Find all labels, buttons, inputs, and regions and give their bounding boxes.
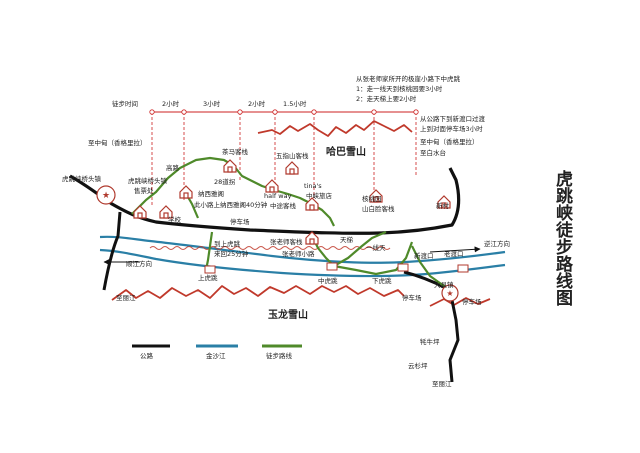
label-yixiantian: 一线天	[366, 243, 386, 252]
label-lao-dukou: 老渡口	[444, 249, 464, 258]
label-zhongxia-inn: 中峡旅店	[306, 191, 333, 200]
label-zhongdian-right: 至中甸（香格里拉）	[420, 137, 479, 146]
house-icon	[179, 185, 193, 199]
label-ticket-office: 售票处	[134, 186, 154, 195]
label-lijiang-bottom: 至丽江	[432, 380, 452, 388]
label-shanbai-inn: 山白脸客栈	[362, 204, 395, 213]
label-naxi-inn: 纳西雅阁	[198, 189, 224, 198]
label-wuzhishan-inn: 五指山客栈	[276, 151, 309, 160]
label-parking-1: 停车场	[230, 217, 250, 226]
label-upstream: 逆江方向	[484, 239, 510, 248]
right-note-line-2: 上到对面停车场3小时	[420, 124, 483, 133]
label-downstream: 顺江方向	[126, 259, 152, 268]
haba-mountain-ridge	[257, 120, 413, 137]
label-return-25: 来回25分钟	[214, 249, 249, 258]
legend-trail-label: 徒步路线	[266, 351, 293, 360]
label-tinas: tina's	[304, 182, 322, 190]
label-yunshanping: 云杉坪	[408, 361, 428, 370]
top-note-line-2: 1：走一线天到核桃园要3小时	[356, 84, 443, 93]
yulong-mountain-ridge-right	[429, 297, 491, 307]
top-note-line-1: 从张老师家所开的极崖小路下中虎跳	[356, 74, 461, 83]
house-icon	[159, 205, 173, 219]
bridge-town-marker: ★	[96, 185, 116, 205]
haba-mountain-label: 哈巴雪山	[326, 145, 366, 158]
label-hetaoyuan: 核桃园	[362, 194, 382, 203]
top-note-line-3: 2：走天梯上要2小时	[356, 94, 417, 103]
jinsha-river-south-bank	[99, 248, 506, 278]
right-note-line-1: 从公路下到新渡口过渡	[420, 114, 486, 123]
label-maoniuping: 牦牛坪	[420, 337, 440, 346]
house-icon	[369, 189, 383, 203]
label-bridge-town-2: 虎跳峡桥头镇	[128, 176, 168, 185]
daju-town-marker: ★	[441, 284, 459, 302]
river-rapids	[149, 246, 391, 250]
label-to-shanghutiao: 到上虎跳	[214, 239, 241, 248]
road-north-bank	[69, 167, 461, 235]
map-title: 虎跳峡徒步路线图	[552, 170, 574, 307]
house-icon	[133, 205, 147, 219]
label-zhang-path: 张老师小路	[282, 249, 315, 258]
label-zhonghutiao: 中虎跳	[318, 276, 338, 285]
label-xiahutiao: 下虎跳	[372, 276, 392, 285]
svg-text:★: ★	[446, 289, 453, 298]
label-xin-dukou: 新渡口	[414, 251, 434, 260]
time-axis-stars	[149, 109, 419, 115]
label-bridge-town: 虎跳峡桥头镇	[62, 174, 102, 183]
right-note: 从公路下到新渡口过渡 上到对面停车场3小时	[420, 114, 486, 133]
label-naxi-note: 此小路上纳西雅阁40分钟	[194, 200, 268, 209]
upstream-direction-arrow	[429, 246, 481, 253]
label-zhang-inn: 张老师客栈	[270, 237, 303, 246]
label-zhongdian-left: 至中甸（香格里拉）	[88, 138, 147, 147]
time-segment-2: 3小时	[203, 99, 221, 108]
house-icon	[265, 179, 279, 193]
label-chama-inn: 茶马客栈	[222, 147, 249, 156]
time-segment-3: 2小时	[248, 99, 266, 108]
time-segment-4: 1.5小时	[283, 99, 307, 108]
label-baishuitai: 至白水台	[420, 148, 446, 157]
yulong-mountain-ridge	[111, 285, 405, 301]
time-segment-1: 2小时	[162, 99, 180, 108]
label-parking-2: 停车场	[402, 293, 422, 302]
label-parking-3: 停车场	[462, 297, 482, 306]
label-shanghutiao: 上虎跳	[198, 273, 218, 282]
label-daju-town: 大具镇	[434, 280, 454, 289]
building-markers	[133, 159, 451, 245]
label-lijiang-left: 至丽江	[116, 294, 136, 302]
house-icon	[285, 161, 299, 175]
label-xincun: 新村	[436, 201, 450, 210]
label-school: 学校	[168, 215, 182, 224]
label-gaolu: 高路	[166, 163, 180, 172]
top-note: 从张老师家所开的极崖小路下中虎跳 1：走一线天到核桃园要3小时 2：走天梯上要2…	[356, 74, 461, 103]
time-axis-ticks	[151, 112, 417, 205]
road-south-bank	[403, 270, 460, 383]
yulong-mountain-label: 玉龙雪山	[268, 308, 308, 321]
trail-tianti	[333, 230, 387, 267]
road-left-branch	[102, 211, 122, 291]
rapids-markers	[204, 262, 469, 274]
label-tianti: 天梯	[340, 235, 354, 244]
legend: 公路 金沙江 徒步路线	[132, 344, 302, 360]
svg-text:★: ★	[102, 191, 110, 201]
legend-road-label: 公路	[140, 351, 154, 360]
house-icon	[305, 231, 319, 245]
jinsha-river	[99, 235, 506, 264]
trail-yixiantian	[333, 241, 414, 276]
label-zhongtu-inn: 中途客栈	[270, 201, 297, 210]
trail-shanghutiao	[204, 231, 214, 271]
time-axis: 徒步时间 2小时 3小时 2小时 1.5小时	[112, 99, 419, 205]
house-icon	[223, 159, 237, 173]
time-axis-label: 徒步时间	[112, 99, 138, 108]
house-icon	[437, 195, 451, 209]
label-halfway: half way	[264, 192, 292, 200]
label-28-bends: 28道拐	[214, 177, 236, 186]
legend-river-label: 金沙江	[206, 351, 226, 360]
house-icon	[305, 197, 319, 211]
